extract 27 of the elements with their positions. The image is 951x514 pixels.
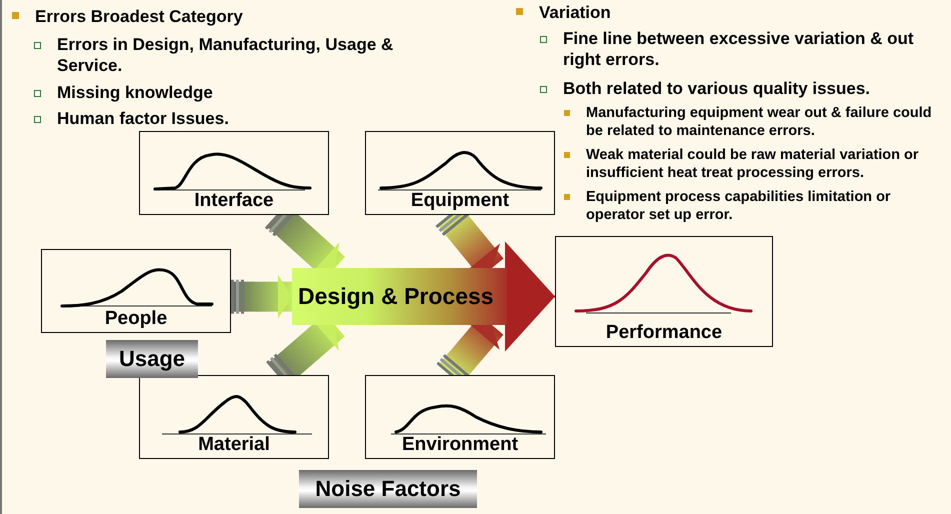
distribution-box bbox=[555, 236, 773, 347]
box-label: Material bbox=[197, 434, 271, 456]
box-label: People bbox=[104, 308, 168, 330]
box-label: Environment bbox=[400, 434, 520, 456]
bullet-text: Manufacturing equipment wear out & failure could be related to maintenance errors. bbox=[586, 104, 933, 140]
box-label: Performance bbox=[604, 322, 724, 344]
bullet-text: Both related to various quality issues. bbox=[563, 78, 870, 100]
distribution-box bbox=[365, 131, 555, 215]
bullet-text: Fine line between excessive variation & out right errors. bbox=[563, 28, 915, 70]
arrow bbox=[505, 242, 555, 352]
distribution-box bbox=[41, 249, 231, 333]
distribution-box bbox=[365, 375, 555, 459]
distribution-box bbox=[139, 131, 329, 215]
distribution-box bbox=[139, 375, 329, 459]
bullet-text: Equipment process capabilities limitation or operator set up error. bbox=[586, 188, 892, 224]
bullet-text: Missing knowledge bbox=[57, 82, 213, 104]
bullet-text: Errors Broadest Category bbox=[35, 6, 243, 28]
bullet-text: Human factor Issues. bbox=[57, 108, 229, 130]
category-tag: Noise Factors bbox=[299, 470, 477, 508]
bullet-text: Variation bbox=[539, 2, 611, 24]
box-label: Equipment bbox=[410, 190, 510, 212]
block-arrow bbox=[230, 274, 292, 319]
category-tag: Usage bbox=[106, 340, 198, 378]
bullet-text: Errors in Design, Manufacturing, Usage & Service. bbox=[57, 34, 394, 76]
box-label: Interface bbox=[193, 190, 275, 212]
arrow-label: Design & Process bbox=[298, 283, 494, 310]
bullet-text: Weak material could be raw material variation or insufficient heat treat processing errors. bbox=[586, 146, 920, 182]
